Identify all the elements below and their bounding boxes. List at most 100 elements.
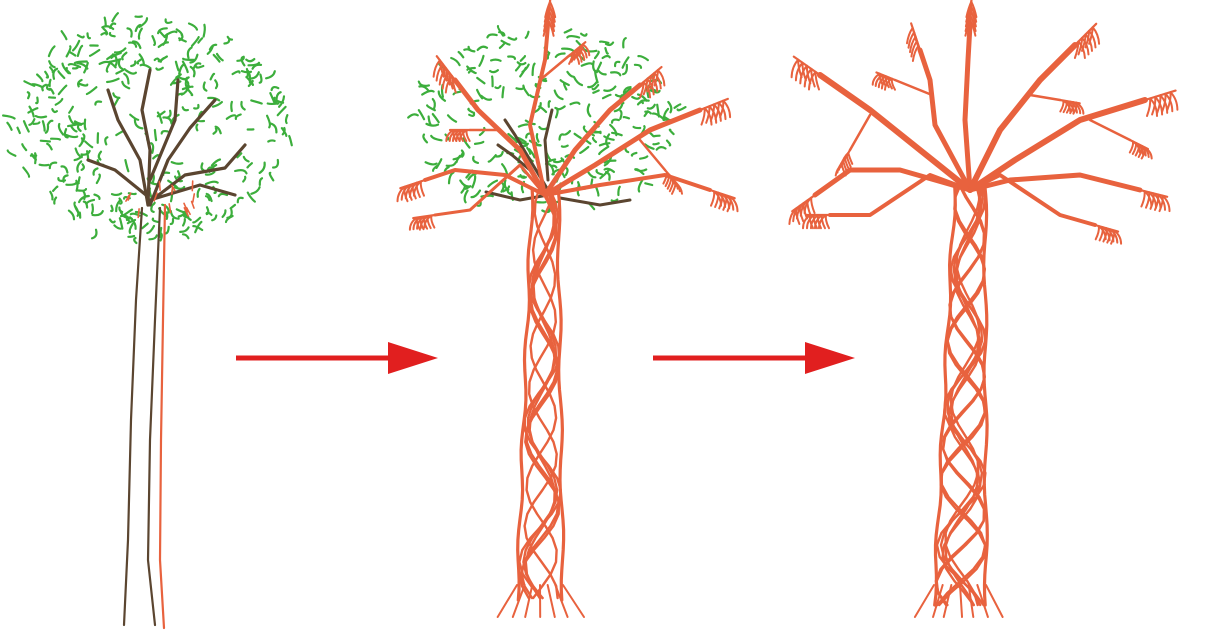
leaf-stroke (565, 131, 570, 135)
leaf-stroke (431, 136, 441, 140)
leaf-stroke (567, 36, 579, 37)
leaf-stroke (24, 121, 29, 131)
leaf-stroke (167, 111, 171, 118)
leaf-stroke (447, 162, 456, 166)
leaf-stroke (40, 165, 49, 166)
leaf-stroke (603, 95, 611, 98)
leaf-stroke (186, 78, 187, 87)
leaf-stroke (584, 127, 588, 133)
leaf-stroke (615, 62, 619, 66)
leaf-stroke (135, 120, 143, 129)
leaf-stroke (556, 54, 565, 57)
leaf-stroke (196, 66, 203, 68)
leaf-stroke (618, 187, 619, 195)
leaf-stroke (533, 64, 535, 75)
leaf-stroke (423, 135, 427, 143)
leaf-stroke (151, 206, 153, 212)
leaf-stroke (161, 57, 167, 62)
leaf-stroke (612, 120, 619, 123)
leaf-stroke (260, 178, 262, 185)
fig-branch (830, 175, 970, 215)
leaf-stroke (110, 33, 115, 36)
leaf-stroke (82, 164, 84, 170)
leaf-stroke (113, 93, 119, 98)
leaf-stroke (46, 126, 48, 133)
leaf-stroke (253, 65, 261, 69)
leaf-stroke (260, 163, 265, 173)
fig-leaf (811, 198, 814, 213)
leaf-stroke (228, 37, 232, 40)
leaf-stroke (634, 127, 641, 128)
leaf-stroke (219, 194, 227, 196)
leaf-stroke (469, 71, 474, 73)
leaf-stroke (43, 121, 45, 131)
leaf-stroke (188, 90, 192, 95)
leaf-stroke (192, 37, 199, 46)
leaf-stroke (66, 183, 76, 185)
fig-root-flare (915, 585, 934, 617)
leaf-stroke (116, 69, 124, 73)
leaf-stroke (640, 156, 647, 158)
leaf-stroke (23, 168, 29, 177)
fig-twig (850, 115, 870, 150)
leaf-stroke (85, 120, 86, 130)
leaf-stroke (183, 234, 188, 238)
leaf-stroke (183, 107, 188, 110)
leaf-stroke (62, 166, 68, 172)
leaf-stroke (90, 50, 99, 56)
fig-leaf (421, 181, 424, 195)
leaf-stroke (3, 116, 15, 119)
fig-seedling-leaf (172, 187, 173, 195)
leaf-stroke (212, 216, 216, 221)
leaf-stroke (477, 78, 484, 83)
leaf-stroke (73, 41, 79, 51)
leaf-stroke (70, 52, 75, 55)
leaf-stroke (241, 102, 244, 110)
leaf-stroke (657, 147, 666, 150)
leaf-stroke (8, 151, 16, 156)
leaf-stroke (120, 218, 123, 228)
leaf-stroke (565, 29, 572, 32)
leaf-stroke (129, 43, 136, 47)
fig-twig (1030, 95, 1060, 100)
leaf-stroke (611, 72, 620, 75)
leaf-stroke (97, 175, 100, 183)
leaf-stroke (667, 141, 670, 146)
leaf-stroke (87, 87, 97, 94)
leaf-stroke (224, 40, 229, 43)
leaf-stroke (183, 59, 193, 60)
leaf-stroke (605, 48, 607, 53)
leaf-stroke (653, 143, 658, 144)
leaf-stroke (478, 47, 487, 50)
leaf-stroke (508, 57, 515, 59)
leaf-stroke (562, 146, 568, 147)
fig-twig (895, 80, 932, 95)
leaf-stroke (159, 42, 168, 47)
leaf-stroke (235, 170, 246, 173)
leaf-stroke (53, 69, 57, 79)
host-branch (88, 160, 146, 195)
leaf-stroke (165, 227, 168, 234)
leaf-stroke (176, 62, 179, 71)
leaf-stroke (678, 107, 686, 110)
leaf-stroke (69, 211, 74, 220)
fig-seedling-leaf (138, 209, 139, 218)
leaf-stroke (273, 160, 278, 168)
leaf-stroke (101, 33, 107, 35)
leaf-stroke (62, 31, 67, 39)
leaf-stroke (179, 64, 184, 74)
right-arrow-icon (236, 342, 438, 374)
leaf-stroke (537, 134, 539, 142)
leaf-stroke (502, 183, 504, 192)
leaf-stroke (95, 101, 101, 104)
leaf-stroke (36, 116, 46, 117)
leaf-stroke (80, 138, 83, 146)
leaf-stroke (214, 129, 217, 134)
leaf-stroke (80, 84, 88, 86)
leaf-stroke (539, 107, 546, 113)
fig-leaf (720, 101, 723, 118)
leaf-stroke (105, 18, 106, 26)
leaf-stroke (99, 152, 101, 160)
leaf-stroke (49, 46, 55, 56)
leaf-stroke (448, 115, 456, 121)
